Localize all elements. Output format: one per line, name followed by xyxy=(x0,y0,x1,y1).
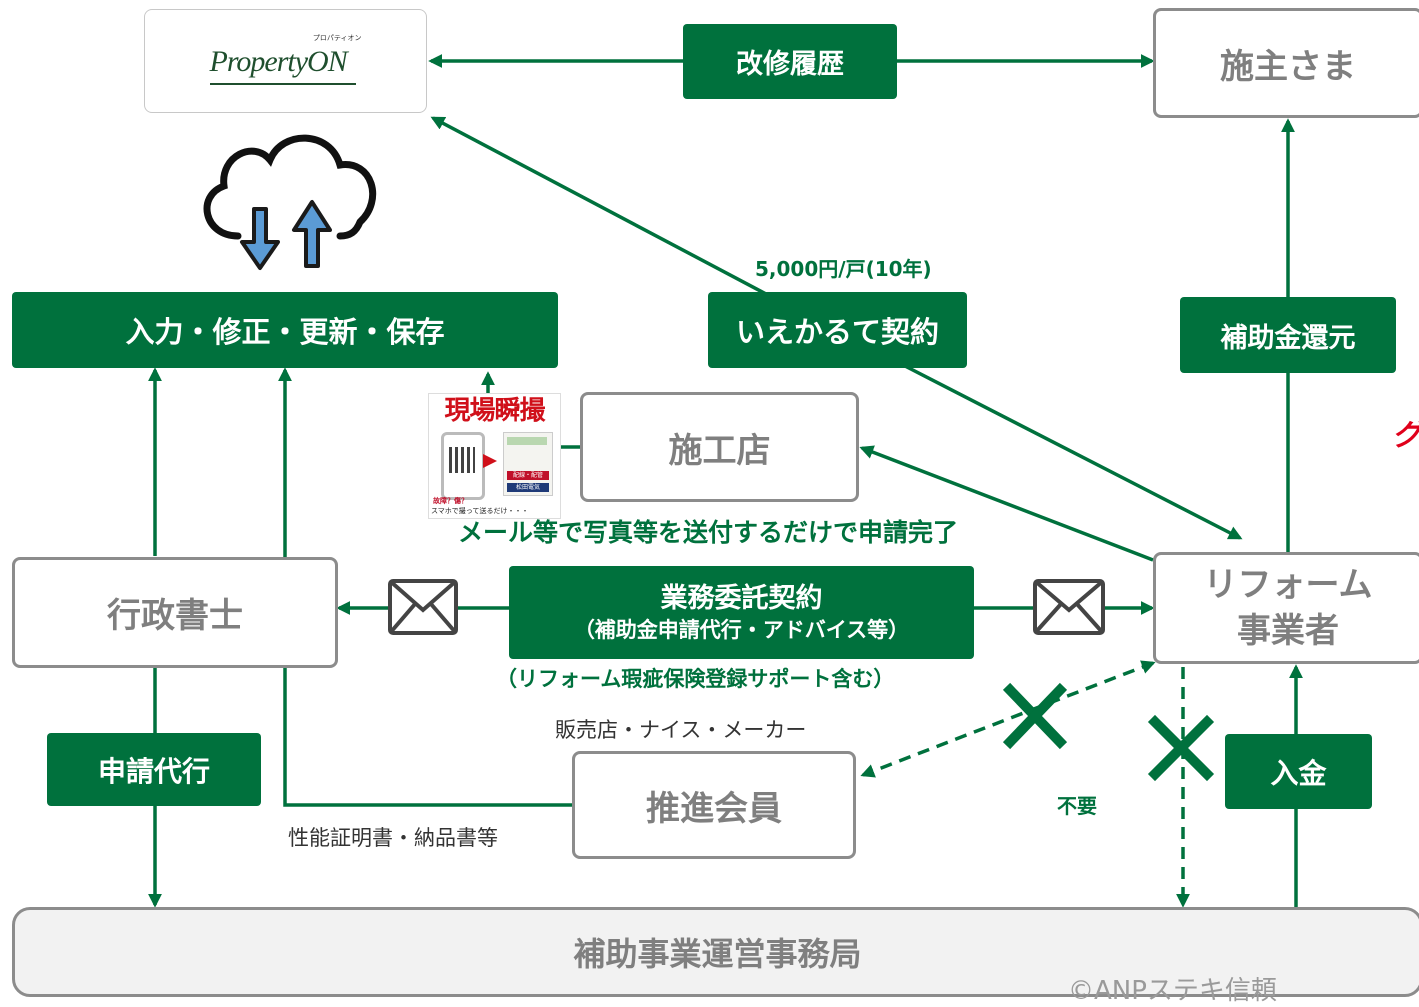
flyer-screen: 配線・配管 松田電気 xyxy=(503,432,553,496)
logo-furigana: プロパティオン xyxy=(312,34,362,42)
genba-app-flyer: 現場瞬撮 配線・配管 松田電気 故障？傷？ スマホで撮って送るだけ・・・ xyxy=(428,393,561,519)
owner-box: 施主さま xyxy=(1153,8,1419,118)
arrow-reform-to-contractor xyxy=(859,445,1154,562)
flyer-arrow-icon xyxy=(483,454,497,468)
outsourcing-title: 業務委託契約 xyxy=(660,582,823,614)
flyer-badge-2: 松田電気 xyxy=(507,483,549,492)
qr-code-icon xyxy=(449,447,475,473)
arrow-contract-to-propertyon xyxy=(430,116,769,297)
input-update-box: 入力・修正・更新・保存 xyxy=(12,292,558,368)
x-mark-1b xyxy=(1002,682,1068,750)
not-needed-label: 不要 xyxy=(1057,794,1097,818)
sellers-label: 販売店・ナイス・メーカー xyxy=(555,718,807,742)
propertyon-logo: プロパティオン PropertyON xyxy=(206,31,366,91)
reform-line-2: 事業者 xyxy=(1237,611,1339,651)
fee-label: 5,000円/戸(10年) xyxy=(755,257,932,281)
promo-member-box: 推進会員 xyxy=(572,751,856,859)
apply-agent-box: 申請代行 xyxy=(47,733,261,806)
envelope-icon-left xyxy=(388,579,458,635)
arrow-contract-to-reform xyxy=(904,364,1243,540)
x-mark-2b xyxy=(1147,714,1215,782)
flyer-badge-1: 配線・配管 xyxy=(507,471,549,480)
logo-underline xyxy=(209,83,356,85)
deposit-box: 入金 xyxy=(1225,734,1372,809)
cloud-sync-icon xyxy=(203,134,377,270)
red-partial-label: グ xyxy=(1392,418,1419,453)
reform-line-1: リフォーム xyxy=(1203,565,1373,605)
docs-label: 性能証明書・納品書等 xyxy=(288,826,498,850)
envelope-icon-right xyxy=(1033,579,1105,635)
reform-business-box: リフォーム 事業者 xyxy=(1153,552,1419,664)
office-box: 補助事業運営事務局 xyxy=(12,907,1419,997)
flyer-title: 現場瞬撮 xyxy=(429,394,560,428)
propertyon-logo-box: プロパティオン PropertyON xyxy=(144,9,427,113)
mail-note-label: メール等で写真等を送付するだけで申請完了 xyxy=(458,518,959,547)
contractor-box: 施工店 xyxy=(580,392,859,502)
repair-history-box: 改修履歴 xyxy=(683,24,897,99)
flyer-screen-header xyxy=(507,437,547,445)
iekarute-contract-box: いえかるて契約 xyxy=(708,292,967,368)
phone-icon xyxy=(441,432,485,500)
copyright-label: ©ANPステキ信頼 xyxy=(1068,976,1277,1006)
outsourcing-subtitle: （補助金申請代行・アドバイス等） xyxy=(573,617,910,642)
subsidy-return-box: 補助金還元 xyxy=(1180,297,1396,373)
flyer-caption: スマホで撮って送るだけ・・・ xyxy=(431,507,529,515)
outsourcing-contract-box: 業務委託契約 （補助金申請代行・アドバイス等） xyxy=(509,566,974,659)
scrivener-box: 行政書士 xyxy=(12,557,338,668)
logo-text: PropertyON xyxy=(209,45,348,78)
arrow-member-to-input xyxy=(278,367,572,807)
flyer-question: 故障？傷？ xyxy=(433,497,468,505)
insurance-note-label: （リフォーム瑕疵保険登録サポート含む） xyxy=(496,667,895,691)
dashed-reform-to-member xyxy=(860,660,1156,778)
